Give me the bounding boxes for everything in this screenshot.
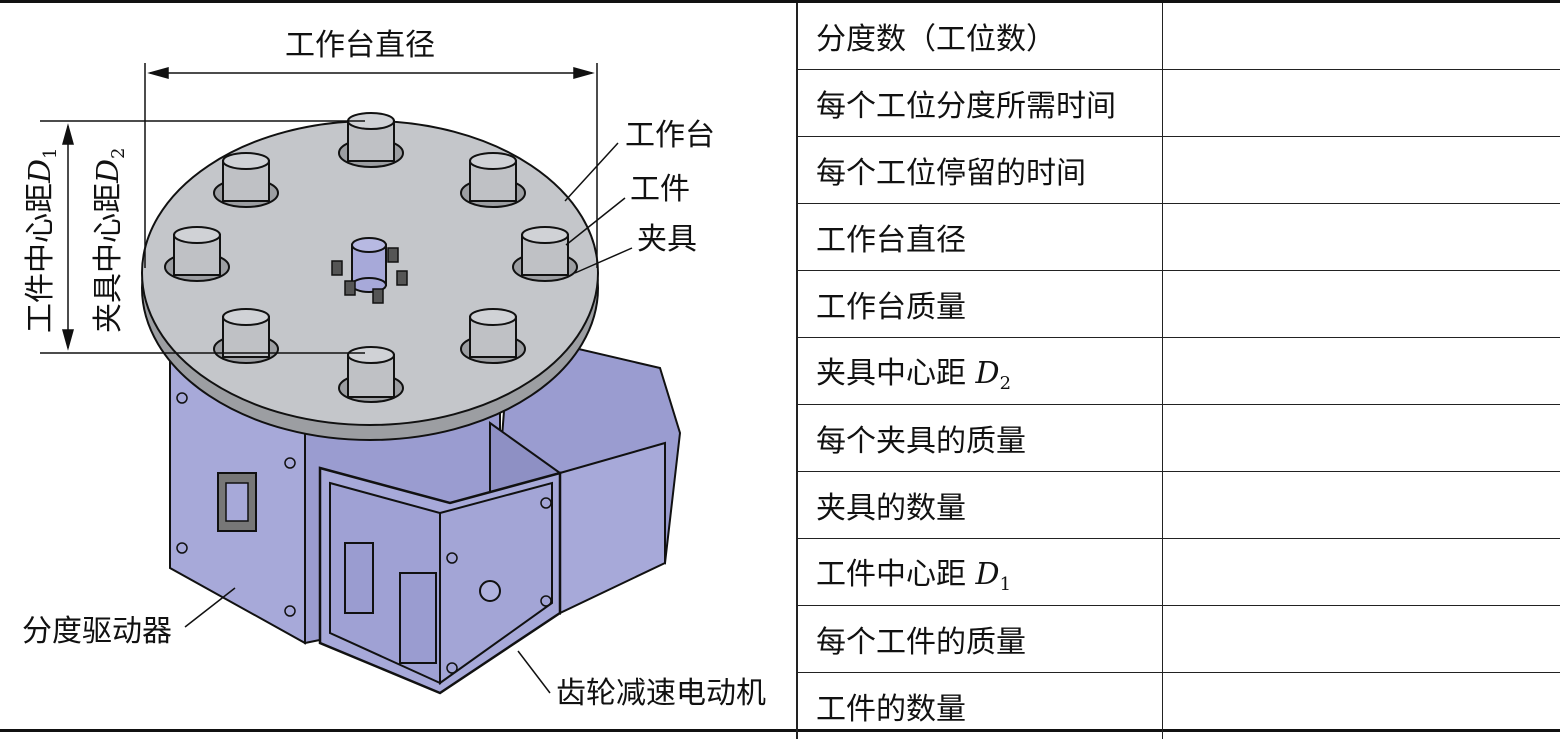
row-value[interactable]	[1162, 539, 1560, 606]
row-label: 分度数（工位数）	[797, 3, 1162, 70]
label-table-diameter: 工作台直径	[285, 28, 435, 63]
spec-table: 分度数（工位数） 每个工位分度所需时间每个工位停留的时间工作台直径工作台质量夹具中…	[796, 3, 1560, 739]
row-label-text: 每个工位停留的时间	[816, 156, 1086, 191]
row-symbol-subscript: 2	[1000, 373, 1011, 394]
row-label: 工作台质量	[797, 271, 1162, 338]
table-row: 夹具的数量	[797, 472, 1560, 539]
row-value[interactable]	[1162, 405, 1560, 472]
row-symbol: D	[976, 557, 1000, 592]
row-label: 夹具中心距 D2	[797, 338, 1162, 405]
row-symbol-subscript: 1	[1000, 574, 1011, 595]
row-label-text: 工件中心距	[816, 557, 976, 592]
table-row: 夹具中心距 D2	[797, 338, 1560, 405]
row-value[interactable]	[1162, 673, 1560, 739]
spec-table-body: 分度数（工位数） 每个工位分度所需时间每个工位停留的时间工作台直径工作台质量夹具中…	[797, 3, 1560, 739]
row-value[interactable]	[1162, 271, 1560, 338]
row-label: 每个工位停留的时间	[797, 137, 1162, 204]
table-row: 分度数（工位数）	[797, 3, 1560, 70]
row-label-text: 每个工位分度所需时间	[816, 89, 1116, 124]
table-row: 每个夹具的质量	[797, 405, 1560, 472]
row-label-text: 夹具的数量	[816, 491, 966, 526]
workpiece-right	[513, 227, 577, 281]
table-row: 每个工件的质量	[797, 606, 1560, 673]
row-label-text: 工作台直径	[816, 223, 966, 258]
row-label-text: 夹具中心距	[816, 356, 976, 391]
label-fixture-center-distance: 夹具中心距D2	[91, 147, 129, 333]
label-table: 工作台	[625, 118, 715, 153]
row-value[interactable]	[1162, 137, 1560, 204]
row-value[interactable]	[1162, 472, 1560, 539]
row-label-text: 工作台质量	[816, 290, 966, 325]
row-label: 工件的数量	[797, 673, 1162, 739]
workpiece-bottom-left	[214, 309, 278, 363]
row-value[interactable]	[1162, 70, 1560, 137]
table-row: 工件的数量	[797, 673, 1560, 739]
row-value[interactable]	[1162, 338, 1560, 405]
rotary-indexing-table-figure: 工作台直径 工件中心距D1 夹具中心距D2 工作台 工件 夹具 分度驱动器 齿轮…	[0, 3, 796, 729]
label-workpiece: 工件	[630, 172, 690, 207]
workpiece-top-left	[214, 153, 278, 207]
row-label: 工作台直径	[797, 204, 1162, 271]
row-label-text: 分度数（工位数）	[816, 22, 1056, 57]
label-fixture: 夹具	[637, 222, 697, 257]
label-workpiece-center-distance: 工件中心距D1	[23, 147, 61, 333]
table-row: 每个工位分度所需时间	[797, 70, 1560, 137]
table-row: 每个工位停留的时间	[797, 137, 1560, 204]
row-value[interactable]	[1162, 204, 1560, 271]
row-label: 夹具的数量	[797, 472, 1162, 539]
table-row: 工件中心距 D1	[797, 539, 1560, 606]
label-gear-motor: 齿轮减速电动机	[556, 676, 766, 711]
workpiece-top-right	[461, 153, 525, 207]
label-indexing-drive: 分度驱动器	[22, 614, 172, 649]
row-value[interactable]	[1162, 3, 1560, 70]
row-label-text: 工件的数量	[816, 692, 966, 727]
workpiece-bottom-right	[461, 309, 525, 363]
table-row: 工作台质量	[797, 271, 1560, 338]
row-label-text: 每个夹具的质量	[816, 424, 1026, 459]
row-label: 每个夹具的质量	[797, 405, 1162, 472]
table-row: 工作台直径	[797, 204, 1560, 271]
row-symbol: D	[976, 356, 1000, 391]
workpiece-left	[165, 227, 229, 281]
row-value[interactable]	[1162, 606, 1560, 673]
workpiece-bottom	[339, 347, 403, 402]
row-label: 每个工位分度所需时间	[797, 70, 1162, 137]
row-label-text: 每个工件的质量	[816, 625, 1026, 660]
row-label: 工件中心距 D1	[797, 539, 1162, 606]
row-label: 每个工件的质量	[797, 606, 1162, 673]
